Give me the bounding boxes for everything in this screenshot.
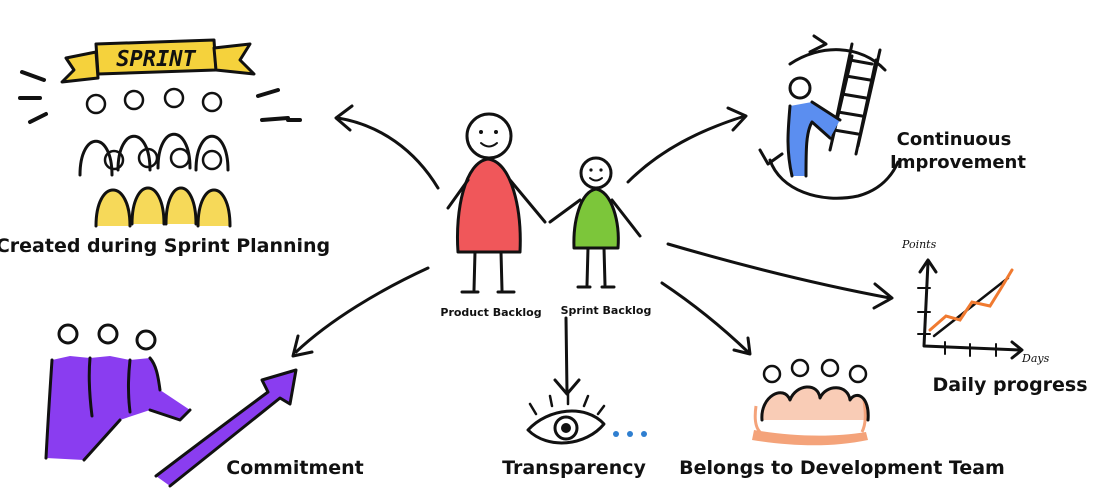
progress-chart-icon: Points Days bbox=[901, 238, 1050, 365]
arrow-to-development-team bbox=[660, 281, 752, 356]
team-icon bbox=[752, 358, 870, 446]
commitment-arrow-icon bbox=[44, 323, 298, 488]
arrows bbox=[291, 104, 894, 396]
arrow-to-commitment bbox=[291, 266, 430, 358]
ladder-icon bbox=[758, 34, 900, 200]
chart-x-axis-label: Days bbox=[1021, 352, 1050, 365]
sprint-team-icon: SPRINT bbox=[18, 38, 302, 228]
center-figures: Product Backlog Sprint Backlog bbox=[440, 112, 652, 319]
product-backlog-label: Product Backlog bbox=[440, 306, 541, 319]
arrow-to-sprint-planning bbox=[334, 104, 440, 190]
commitment-label: Commitment bbox=[226, 457, 363, 479]
chart-y-axis-label: Points bbox=[901, 238, 937, 251]
arrow-to-daily-progress bbox=[666, 242, 894, 310]
daily-progress-label: Daily progress bbox=[932, 374, 1087, 396]
transparency-label: Transparency bbox=[502, 457, 646, 479]
sprint-planning-label: Created during Sprint Planning bbox=[0, 235, 330, 257]
product-backlog-figure bbox=[446, 112, 547, 294]
eye-icon bbox=[526, 392, 647, 445]
sprint-banner-text: SPRINT bbox=[116, 47, 196, 72]
continuous-improvement-label-line1: Continuous bbox=[897, 129, 1012, 150]
arrow-to-continuous-improvement bbox=[626, 106, 748, 184]
sprint-backlog-label: Sprint Backlog bbox=[561, 304, 652, 317]
development-team-label: Belongs to Development Team bbox=[679, 457, 1005, 479]
arrow-to-transparency bbox=[553, 316, 581, 396]
continuous-improvement-label-line2: Improvement bbox=[890, 152, 1026, 173]
sprint-backlog-figure bbox=[548, 156, 642, 289]
